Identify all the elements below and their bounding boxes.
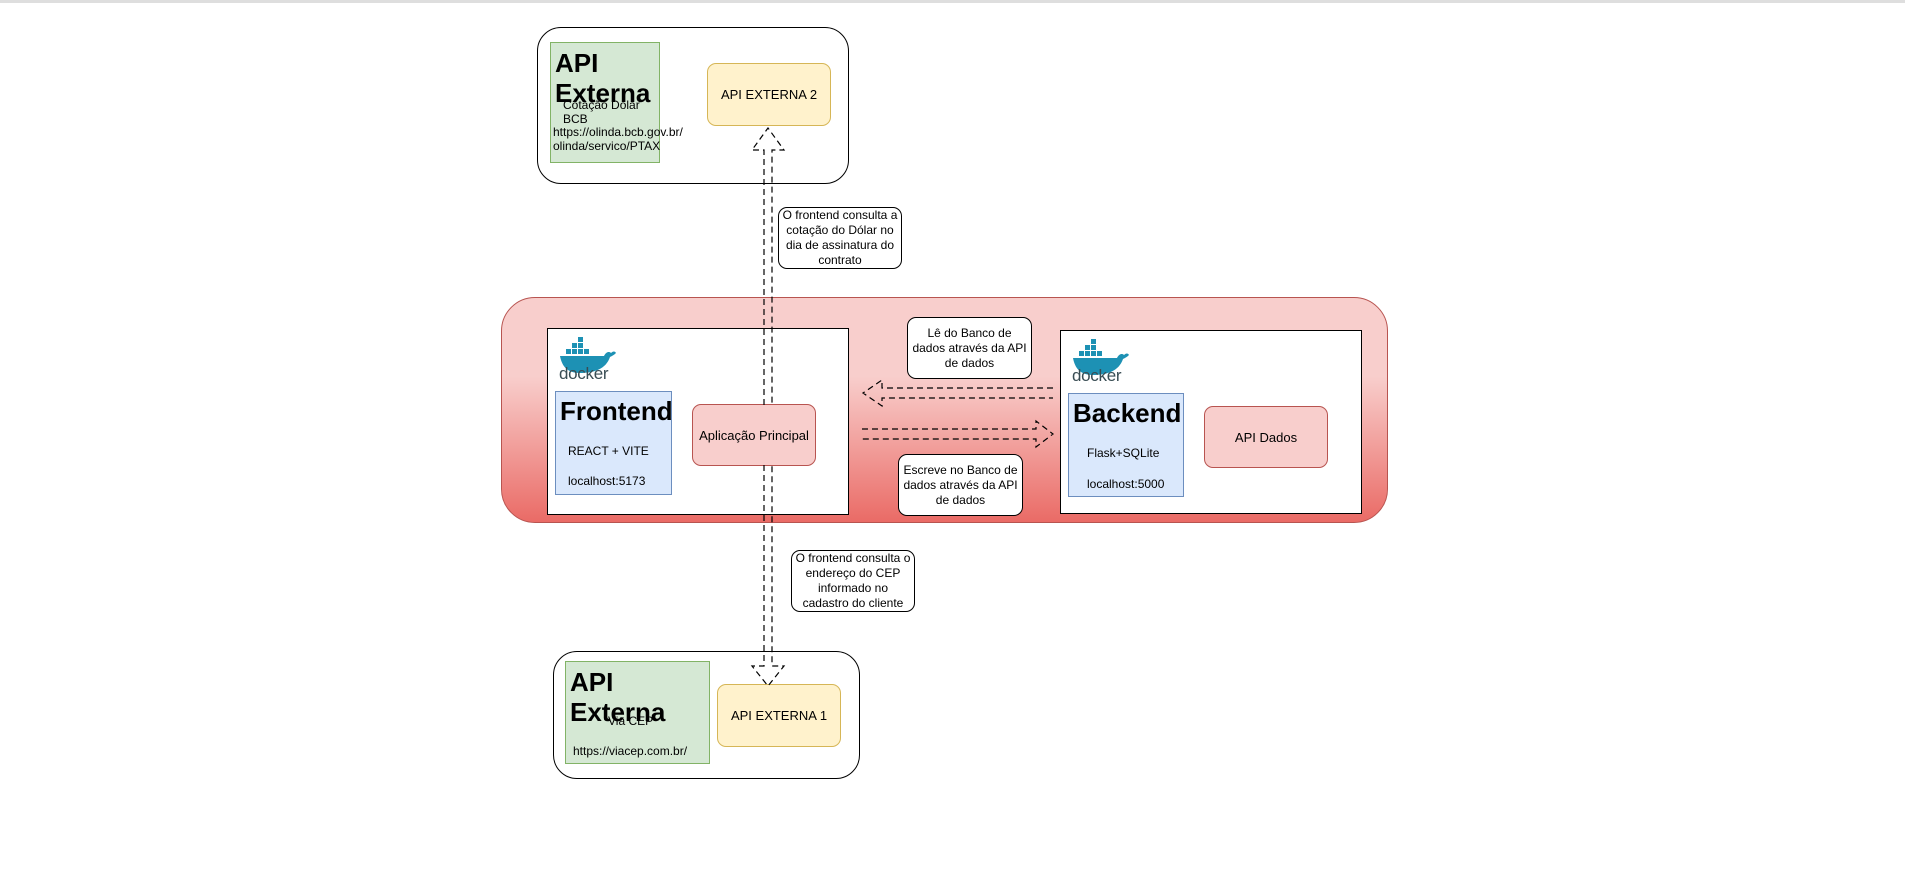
docker-logo-frontend: docker xyxy=(556,335,626,383)
backend-info: Backend Flask+SQLite localhost:5000 xyxy=(1068,393,1184,497)
backend-title: Backend xyxy=(1073,398,1182,428)
backend-host: localhost:5000 xyxy=(1087,477,1165,491)
external-api-title-bottom: API Externa xyxy=(570,667,666,727)
frontend-container[interactable]: docker Frontend REACT + VITE localhost:5… xyxy=(547,328,849,515)
arrow-frontend-to-api-externa-2 xyxy=(750,126,786,405)
aplicacao-principal-box[interactable]: Aplicação Principal xyxy=(692,404,816,466)
frontend-tech: REACT + VITE xyxy=(568,444,649,458)
frontend-host: localhost:5173 xyxy=(568,474,646,488)
external-api-service-bottom: Via CEP xyxy=(608,714,654,728)
arrow-frontend-to-backend-write xyxy=(862,419,1054,449)
docker-label-backend: docker xyxy=(1072,366,1122,385)
api-dados-box[interactable]: API Dados xyxy=(1204,406,1328,468)
note-cep-query: O frontend consulta o endereço do CEP in… xyxy=(791,550,915,612)
docker-label-frontend: docker xyxy=(559,364,609,383)
docker-logo-backend: docker xyxy=(1069,337,1139,385)
docker-whale-icon xyxy=(1073,339,1129,375)
external-api-service-top: Cotação Dólar BCB xyxy=(563,98,640,126)
backend-tech: Flask+SQLite xyxy=(1087,446,1160,460)
api-externa-1-box[interactable]: API EXTERNA 1 xyxy=(717,684,841,747)
note-write-database: Escreve no Banco de dados através da API… xyxy=(898,454,1023,516)
api-externa-2-box[interactable]: API EXTERNA 2 xyxy=(707,63,831,126)
external-api-url-line1-top: https://olinda.bcb.gov.br/ xyxy=(553,125,683,139)
backend-container[interactable]: docker Backend Flask+SQLite localhost:50… xyxy=(1060,330,1362,514)
docker-whale-icon xyxy=(560,337,616,373)
external-api-group-bottom[interactable]: API Externa Via CEP https://viacep.com.b… xyxy=(553,651,860,779)
arrow-backend-to-frontend-read xyxy=(861,378,1053,408)
external-api-url-bottom: https://viacep.com.br/ xyxy=(573,744,688,758)
external-api-info-top: API Externa Cotação Dólar BCB https://ol… xyxy=(550,42,683,163)
frontend-info: Frontend REACT + VITE localhost:5173 xyxy=(555,391,673,495)
frontend-title: Frontend xyxy=(560,396,673,426)
external-api-url-line2-top: olinda/servico/PTAX xyxy=(553,139,661,153)
external-api-group-top[interactable]: API Externa Cotação Dólar BCB https://ol… xyxy=(537,27,849,184)
top-border xyxy=(0,0,1905,3)
note-dolar-query: O frontend consulta a cotação do Dólar n… xyxy=(778,207,902,269)
external-api-title-top: API Externa xyxy=(555,48,651,108)
arrow-frontend-to-api-externa-1 xyxy=(750,465,786,687)
note-read-database: Lê do Banco de dados através da API de d… xyxy=(907,317,1032,379)
external-api-info-bottom: API Externa Via CEP https://viacep.com.b… xyxy=(565,661,710,764)
